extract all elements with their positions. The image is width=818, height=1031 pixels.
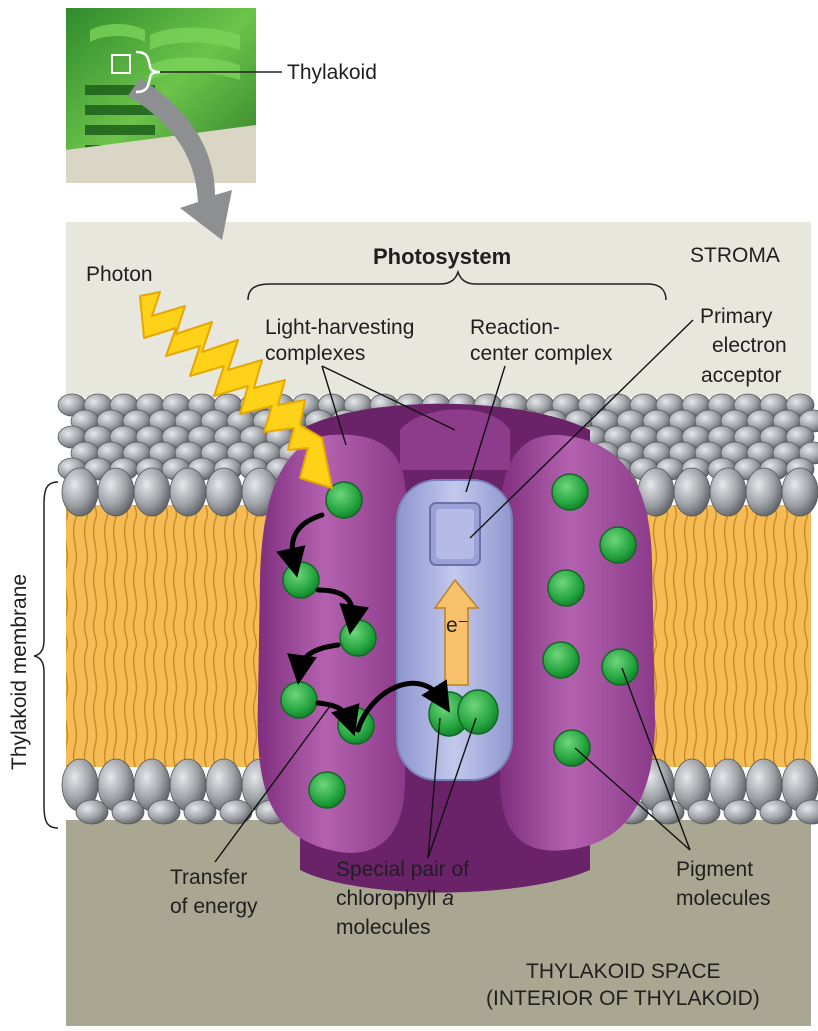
zoom-arrow xyxy=(128,78,232,240)
photosystem-label: Photosystem xyxy=(373,244,511,269)
lipid-head xyxy=(169,467,207,517)
pigment-molecule xyxy=(599,526,637,564)
thylakoid-membrane-label: Thylakoid membrane xyxy=(8,574,31,770)
pigment-molecule xyxy=(280,681,318,719)
pigment-molecule xyxy=(601,648,639,686)
electron-label: e⁻ xyxy=(446,614,469,637)
reaction-center-label-2: center complex xyxy=(470,342,613,365)
lipid-head xyxy=(61,467,99,517)
thylakoid-membrane-brace xyxy=(33,481,59,829)
photosystem-brace xyxy=(247,269,667,301)
pigment-molecule xyxy=(325,481,363,519)
pigment-molecule xyxy=(308,771,346,809)
lipid-head xyxy=(759,799,793,825)
light-harvesting-label-1: Light-harvesting xyxy=(265,316,414,339)
pigment-molecule xyxy=(547,569,585,607)
special-pair-label-2: chlorophyll a xyxy=(336,887,454,910)
primary-acceptor-label-2: electron xyxy=(712,334,787,357)
lipid-head xyxy=(651,799,685,825)
lipid-head xyxy=(133,467,171,517)
primary-acceptor-label-3: acceptor xyxy=(701,364,782,387)
lh-complex-top xyxy=(400,409,510,470)
lipid-head xyxy=(785,425,815,449)
lipid-head xyxy=(795,799,818,825)
lipid-head xyxy=(75,799,109,825)
pigment-molecule xyxy=(542,641,580,679)
transfer-energy-label-2: of energy xyxy=(170,895,258,918)
pigment-molecule xyxy=(339,619,377,657)
stroma-label: STROMA xyxy=(690,244,780,267)
lipid-head xyxy=(97,467,135,517)
photon-label: Photon xyxy=(86,263,153,286)
pigment-molecule xyxy=(553,729,591,767)
lipid-head xyxy=(147,799,181,825)
thylakoid-space-label-2: (INTERIOR OF THYLAKOID) xyxy=(486,987,760,1010)
lipid-head xyxy=(183,799,217,825)
photon-bolt xyxy=(139,291,333,489)
thylakoid-label: Thylakoid xyxy=(287,61,377,84)
thylakoid-selection-box xyxy=(111,54,131,74)
special-pair-label-3: molecules xyxy=(336,916,431,939)
lipid-head xyxy=(205,467,243,517)
lipid-head xyxy=(709,467,747,517)
lipid-head xyxy=(785,393,815,417)
lipid-head xyxy=(687,799,721,825)
special-pair-label-1: Special pair of xyxy=(336,858,469,881)
reaction-center-label-1: Reaction- xyxy=(470,316,560,339)
pigment-label-2: molecules xyxy=(676,887,771,910)
lipid-head xyxy=(673,467,711,517)
lipid-head xyxy=(723,799,757,825)
lipid-head xyxy=(111,799,145,825)
transfer-energy-label-1: Transfer xyxy=(170,866,247,889)
energy-transfer-arrows xyxy=(276,512,450,737)
pigment-molecule xyxy=(551,473,589,511)
electron-arrow xyxy=(433,578,480,686)
thylakoid-space-label-1: THYLAKOID SPACE xyxy=(526,960,721,983)
lipid-head xyxy=(781,467,818,517)
light-harvesting-label-2: complexes xyxy=(265,342,365,365)
pigment-label-1: Pigment xyxy=(676,858,753,881)
stroma-region xyxy=(66,222,811,397)
pigment-molecule xyxy=(282,561,320,599)
leader-lines xyxy=(214,319,694,863)
lipid-head xyxy=(219,799,253,825)
primary-acceptor-label-1: Primary xyxy=(700,305,773,328)
lipid-head xyxy=(745,467,783,517)
